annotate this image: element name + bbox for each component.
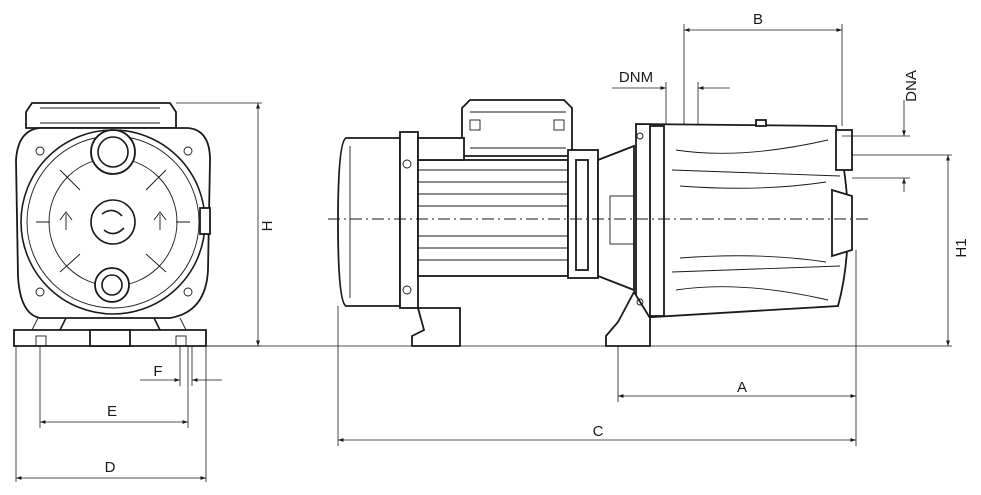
side-view bbox=[337, 99, 853, 347]
label-dnm: DNM bbox=[619, 69, 653, 86]
label-h: H bbox=[259, 221, 276, 232]
label-d: D bbox=[105, 459, 116, 476]
side-dimensions bbox=[206, 24, 952, 446]
label-dna: DNA bbox=[903, 70, 920, 102]
label-a: A bbox=[737, 379, 747, 396]
label-b: B bbox=[753, 11, 763, 28]
label-c: C bbox=[593, 423, 604, 440]
label-e: E bbox=[107, 403, 117, 420]
label-h1: H1 bbox=[953, 238, 970, 257]
front-view bbox=[13, 102, 211, 347]
cooling-fins bbox=[418, 169, 568, 261]
label-f: F bbox=[153, 363, 162, 380]
